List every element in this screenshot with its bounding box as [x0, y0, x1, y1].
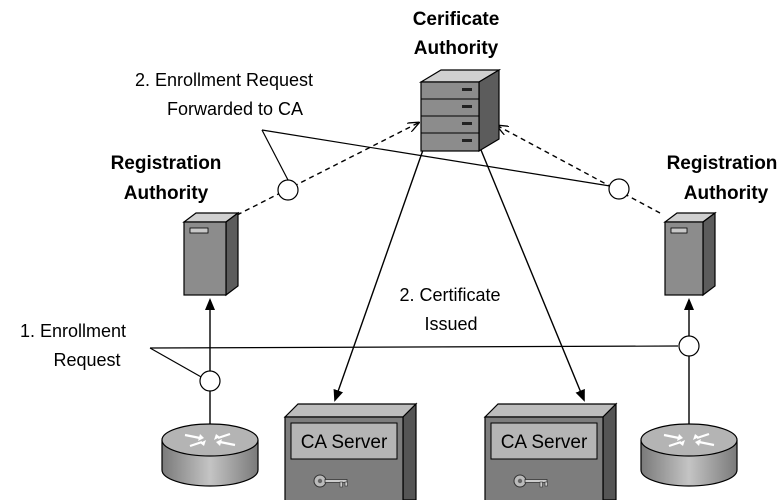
right-ca-server-label: CA Server	[501, 432, 588, 453]
solid-link-ca-to-left-server	[333, 149, 424, 402]
ca-title-line2: Authority	[414, 38, 499, 59]
callout-line-enroll-right	[149, 345, 679, 349]
solid-link-ca-to-right-server	[480, 149, 585, 402]
connection-lines	[149, 123, 700, 425]
right-registration-authority-icon	[663, 211, 717, 297]
callout-line-enroll-left	[149, 347, 204, 379]
forward-label-line2: Forwarded to CA	[167, 99, 303, 119]
callout-line-forward-right	[261, 129, 611, 187]
left-registration-authority-icon	[182, 211, 240, 297]
left-ra-title-line2: Authority	[124, 183, 209, 204]
issued-label-line1: 2. Certificate	[399, 285, 500, 305]
key-icon	[313, 474, 348, 488]
forward-label-line1: 2. Enrollment Request	[135, 70, 313, 90]
ca-title-line1: Cerificate	[413, 9, 500, 30]
key-icon	[513, 474, 548, 488]
callout-circle-forward-right	[608, 178, 630, 200]
right-ra-title-line2: Authority	[684, 183, 769, 204]
right-ca-server-box: CA Server	[483, 402, 618, 500]
left-ca-server-label: CA Server	[301, 432, 388, 453]
left-router-icon	[161, 423, 259, 487]
dashed-link-right-ra-to-ca	[498, 126, 661, 214]
left-ca-server-box: CA Server	[283, 402, 418, 500]
dashed-link-left-ra-to-ca	[236, 123, 418, 216]
callout-circle-enroll-left	[199, 370, 221, 392]
right-router-icon	[640, 423, 738, 487]
callout-circle-forward-left	[277, 179, 299, 201]
right-ra-title-line1: Registration	[667, 153, 778, 174]
enroll-label-line1: 1. Enrollment	[20, 321, 126, 341]
issued-label-line2: Issued	[424, 314, 477, 334]
callout-circle-enroll-right	[678, 335, 700, 357]
certificate-authority-icon	[418, 68, 502, 153]
callout-line-forward-left	[261, 129, 289, 181]
left-ra-title-line1: Registration	[111, 153, 222, 174]
enroll-label-line2: Request	[53, 350, 120, 370]
